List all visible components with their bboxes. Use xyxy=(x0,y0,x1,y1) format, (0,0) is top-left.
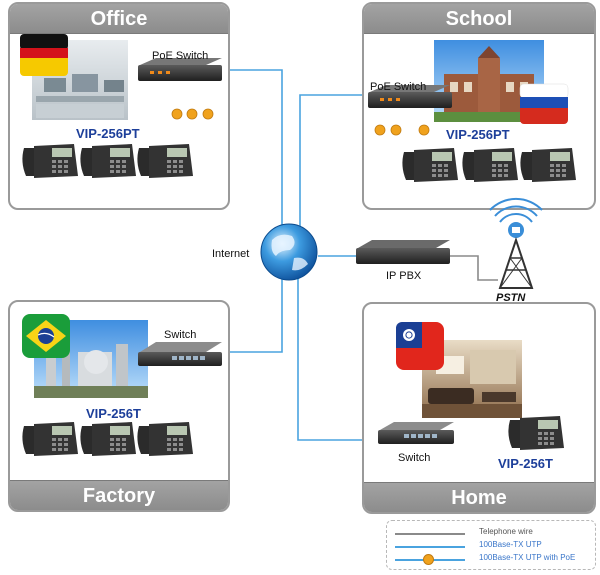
school-phone-model: VIP-256PT xyxy=(446,127,510,142)
office-phone-icon xyxy=(80,144,136,178)
home-uplink-line xyxy=(297,278,378,441)
pbx-telephone-wire xyxy=(450,255,498,281)
office-poe-badges xyxy=(171,108,214,120)
pstn-label: PSTN xyxy=(496,292,526,304)
home-title: Home xyxy=(364,482,594,512)
school-switch-label: PoE Switch xyxy=(370,81,427,93)
office-uplink-line xyxy=(222,69,283,230)
factory-uplink-line xyxy=(222,278,283,353)
legend-telephone-wire-label: Telephone wire xyxy=(479,527,533,536)
internet-label: Internet xyxy=(212,248,250,260)
home-phone-model: VIP-256T xyxy=(498,456,553,471)
russia-flag xyxy=(519,83,569,124)
legend-utp-label: 100Base-TX UTP xyxy=(479,540,542,549)
factory-switch-label: Switch xyxy=(164,329,197,341)
legend: Telephone wire 100Base-TX UTP 100Base-TX… xyxy=(386,520,596,570)
taiwan-flag xyxy=(396,322,444,370)
school-uplink-line xyxy=(299,94,368,230)
telephone-wire-swatch xyxy=(395,533,465,535)
school-title: School xyxy=(364,4,594,34)
office-title: Office xyxy=(10,4,228,34)
brazil-flag xyxy=(22,314,70,358)
home-phone-icon xyxy=(508,416,564,450)
office-phone-icon xyxy=(22,144,78,178)
home-switch-label: Switch xyxy=(398,452,431,464)
legend-utp: 100Base-TX UTP xyxy=(395,540,591,553)
factory-phone-model: VIP-256T xyxy=(86,406,141,421)
legend-utp-poe-label: 100Base-TX UTP with PoE xyxy=(479,553,576,562)
ip-phones xyxy=(22,144,576,456)
legend-utp-poe: 100Base-TX UTP with PoE xyxy=(395,553,591,566)
office-phone-icon xyxy=(137,144,193,178)
utp-swatch xyxy=(395,546,465,548)
factory-phone-icon xyxy=(137,422,193,456)
school-poe-badges xyxy=(374,124,430,136)
pbx-label: IP PBX xyxy=(386,270,422,282)
office-poe-switch xyxy=(138,58,222,81)
poe-badge-icon xyxy=(423,554,434,565)
factory-title: Factory xyxy=(10,480,228,510)
school-phone-icon xyxy=(520,148,576,182)
radio-tower-icon xyxy=(489,197,543,289)
factory-phone-icon xyxy=(22,422,78,456)
globe-icon xyxy=(260,223,318,281)
germany-flag xyxy=(20,34,68,76)
factory-switch xyxy=(138,342,222,366)
office-switch-label: PoE Switch xyxy=(152,50,209,62)
school-poe-switch xyxy=(368,85,452,108)
legend-telephone-wire: Telephone wire xyxy=(395,527,591,540)
ip-pbx-device xyxy=(356,240,450,264)
office-phone-model: VIP-256PT xyxy=(76,126,140,141)
home-switch xyxy=(378,422,454,444)
school-phone-icon xyxy=(462,148,518,182)
factory-phone-icon xyxy=(80,422,136,456)
school-phone-icon xyxy=(402,148,458,182)
